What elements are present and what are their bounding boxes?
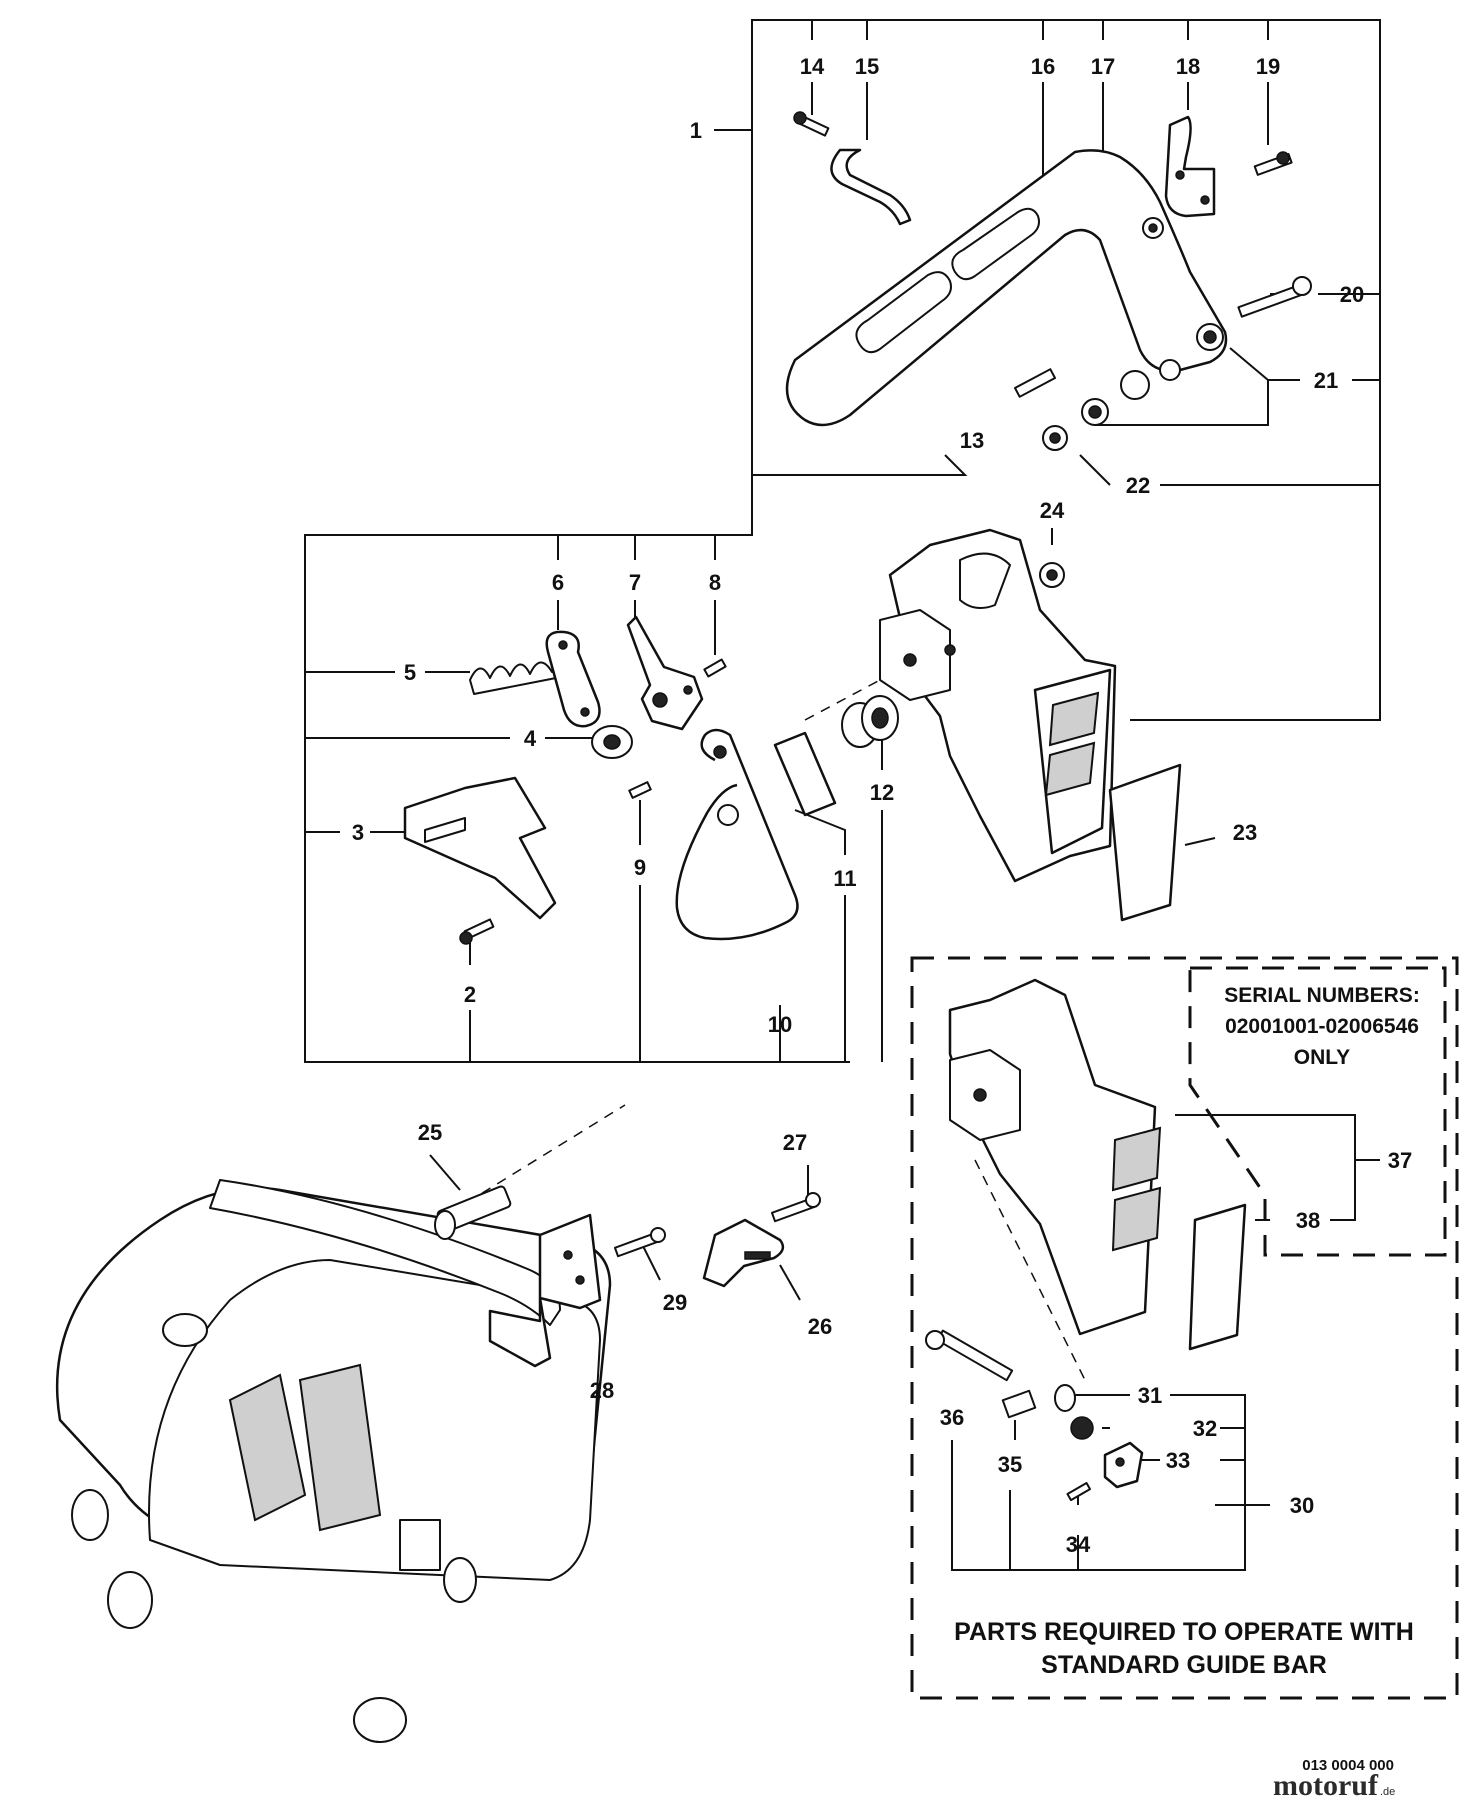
callout-29: 29 [663, 1290, 687, 1315]
part-screw-19 [1253, 151, 1293, 176]
callout-9: 9 [634, 855, 646, 880]
part-decal-23 [1108, 763, 1182, 922]
standard-guide-bar-box [910, 956, 1459, 1700]
callout-25: 25 [418, 1120, 442, 1145]
callout-17: 17 [1091, 54, 1115, 79]
part-nut-24 [1039, 562, 1065, 588]
callout-21: 21 [1314, 368, 1338, 393]
part-spring-clip-15 [830, 148, 912, 226]
callout-36: 36 [940, 1405, 964, 1430]
callout-6: 6 [552, 570, 564, 595]
part-nut-22 [1042, 425, 1068, 451]
callout-31: 31 [1138, 1383, 1162, 1408]
box-caption-line-1: PARTS REQUIRED TO OPERATE WITH [954, 1618, 1414, 1646]
part-cover-plate-3 [403, 776, 557, 920]
callout-19: 19 [1256, 54, 1280, 79]
callout-30: 30 [1290, 1493, 1314, 1518]
part-spring-5 [469, 659, 562, 695]
part-engine-body [55, 1179, 612, 1743]
callout-37: 37 [1388, 1148, 1412, 1173]
callout-34: 34 [1066, 1532, 1091, 1557]
serial-numbers-box [1188, 966, 1447, 1257]
part-pin-8 [703, 658, 727, 678]
part-brake-housing [879, 528, 1117, 883]
part-washer-21 [1081, 323, 1224, 426]
callout-12: 12 [870, 780, 894, 805]
serial-note-line-3: ONLY [1294, 1046, 1350, 1069]
watermark-suffix: .de [1380, 1786, 1395, 1798]
callout-26: 26 [808, 1314, 832, 1339]
centerlines [389, 679, 1086, 1381]
callout-23: 23 [1233, 820, 1257, 845]
part-bolt-14 [793, 111, 830, 137]
callout-28: 28 [590, 1378, 614, 1403]
part-gear-32 [1070, 1416, 1094, 1440]
part-brake-lever-7 [626, 615, 704, 731]
callout-8: 8 [709, 570, 721, 595]
part-sleeve-11 [773, 731, 837, 817]
callout-13: 13 [960, 428, 984, 453]
box-caption-line-2: STANDARD GUIDE BAR [1041, 1651, 1327, 1679]
part-screw-34 [1066, 1482, 1092, 1502]
callout-33: 33 [1166, 1448, 1190, 1473]
serial-note-line-1: SERIAL NUMBERS: [1224, 984, 1420, 1007]
callout-3: 3 [352, 820, 364, 845]
drawing-number: 013 0004 000 [1302, 1757, 1394, 1774]
callout-24: 24 [1040, 498, 1065, 523]
watermark-name: motoruf [1273, 1769, 1379, 1800]
part-plate-18 [1164, 115, 1216, 218]
part-lever-6 [545, 630, 601, 728]
part-guide-bar-cover-16 [785, 149, 1228, 427]
part-brake-housing-37 [948, 978, 1162, 1336]
callout-2: 2 [464, 982, 476, 1007]
part-screw-29 [613, 1227, 666, 1258]
box-caption: PARTS REQUIRED TO OPERATE WITH STANDARD … [954, 1618, 1414, 1679]
callout-27: 27 [783, 1130, 807, 1155]
part-pin-9 [628, 781, 652, 799]
callout-5: 5 [404, 660, 416, 685]
part-brake-band-10 [675, 728, 799, 941]
part-bracket-33 [1103, 1441, 1144, 1489]
callout-18: 18 [1176, 54, 1200, 79]
callout-14: 14 [800, 54, 825, 79]
part-stud-25 [434, 1185, 512, 1240]
callout-22: 22 [1126, 473, 1150, 498]
part-pin-13 [1013, 368, 1057, 398]
part-bolt-36 [925, 1329, 1014, 1382]
callout-1: 1 [690, 118, 702, 143]
callout-7: 7 [629, 570, 641, 595]
part-plate-28 [488, 1213, 602, 1368]
part-screw-2 [459, 918, 495, 945]
callout-labels: 1 2 3 4 5 6 7 8 9 10 11 12 13 14 15 16 1… [352, 54, 1412, 1557]
serial-note-line-2: 02001001-02006546 [1225, 1015, 1419, 1038]
part-collar-4 [591, 725, 633, 759]
callout-10: 10 [768, 1012, 792, 1037]
callout-20: 20 [1340, 282, 1364, 307]
watermark-logo: motoruf .de [1273, 1769, 1395, 1800]
callout-4: 4 [524, 726, 537, 751]
part-bracket-26 [702, 1218, 785, 1288]
part-screw-27 [770, 1192, 821, 1223]
callout-32: 32 [1193, 1416, 1217, 1441]
part-nut-17 [1142, 217, 1164, 239]
callout-15: 15 [855, 54, 879, 79]
callout-16: 16 [1031, 54, 1055, 79]
part-nut-35 [1001, 1389, 1037, 1419]
callout-11: 11 [833, 866, 856, 891]
part-bushing-12 [841, 695, 899, 748]
part-stud-20 [1237, 276, 1312, 318]
callout-38: 38 [1296, 1208, 1320, 1233]
part-gear-31 [1054, 1384, 1076, 1412]
serial-note: SERIAL NUMBERS: 02001001-02006546 ONLY [1224, 984, 1420, 1069]
callout-35: 35 [998, 1452, 1022, 1477]
part-decal-38 [1188, 1203, 1247, 1351]
